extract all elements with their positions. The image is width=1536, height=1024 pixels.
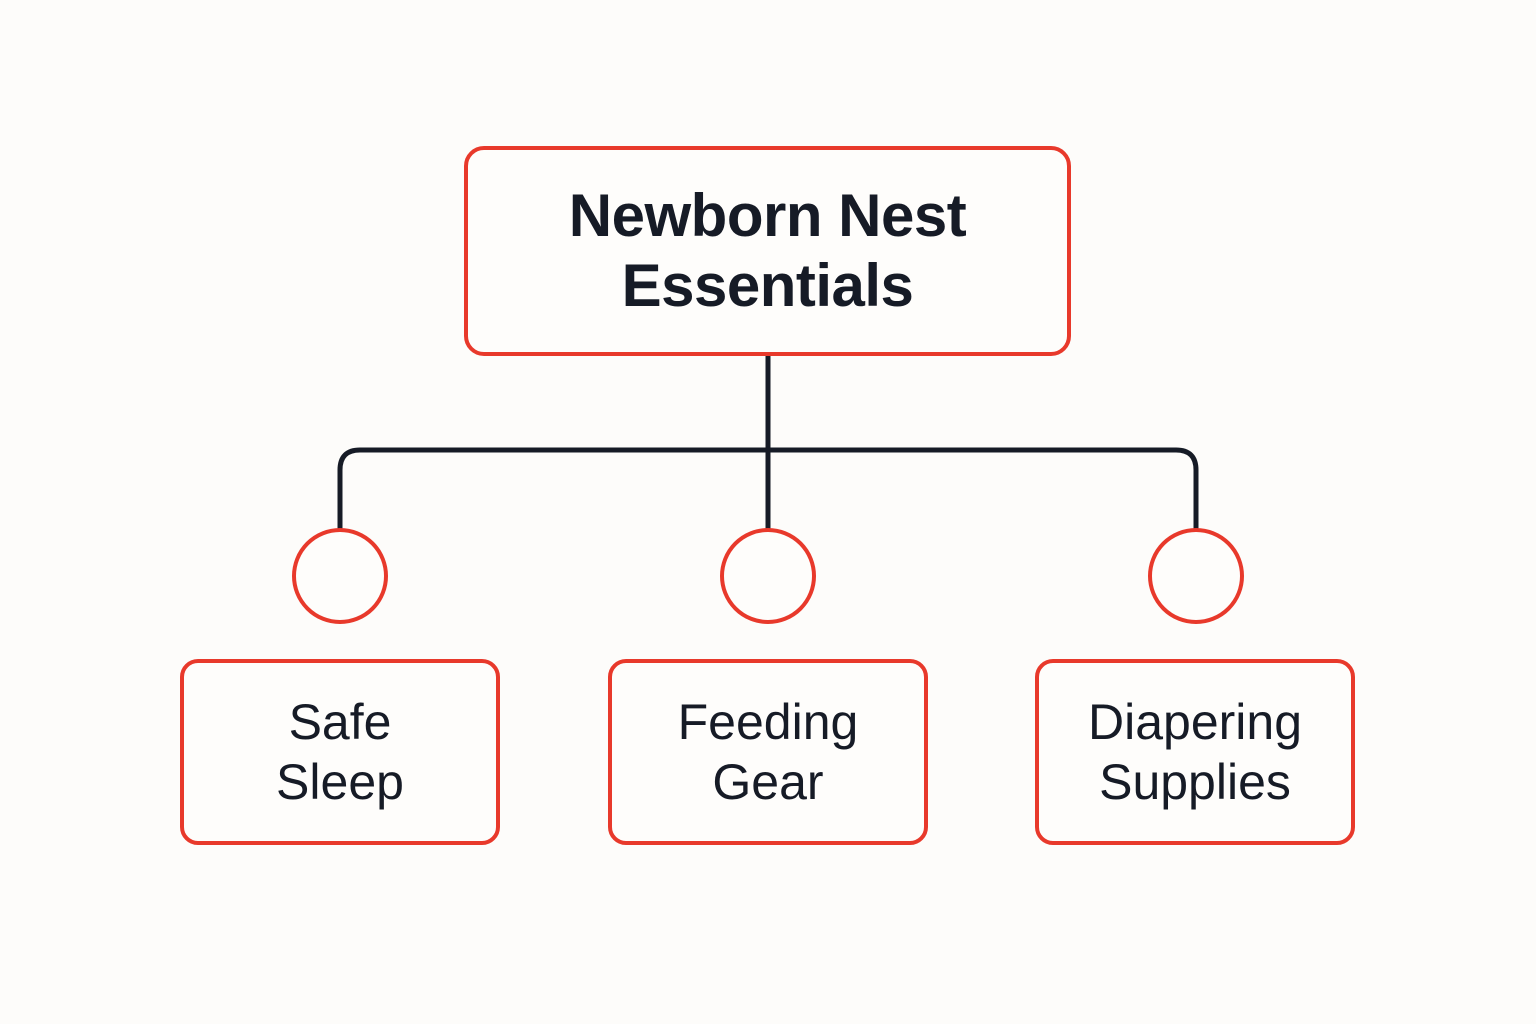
circle-node-feeding-gear <box>720 528 816 624</box>
child-label-line2: Sleep <box>276 754 404 810</box>
branch-line <box>337 447 1199 531</box>
circle-node-safe-sleep <box>292 528 388 624</box>
child-box-safe-sleep: Safe Sleep <box>180 659 500 845</box>
child-label-line1: Diapering <box>1087 694 1302 750</box>
child-box-feeding-gear: Feeding Gear <box>608 659 928 845</box>
root-title-line1: Newborn Nest <box>568 182 967 249</box>
circle-node-diapering-supplies <box>1148 528 1244 624</box>
child-label-line2: Gear <box>712 754 824 810</box>
child-box-diapering-supplies: Diapering Supplies <box>1035 659 1355 845</box>
child-label-line1: Feeding <box>677 694 859 750</box>
root-node-box: Newborn Nest Essentials <box>464 146 1071 356</box>
child-label-line1: Safe <box>288 694 392 750</box>
child-label-line2: Supplies <box>1099 754 1291 810</box>
root-title-line2: Essentials <box>621 252 914 319</box>
